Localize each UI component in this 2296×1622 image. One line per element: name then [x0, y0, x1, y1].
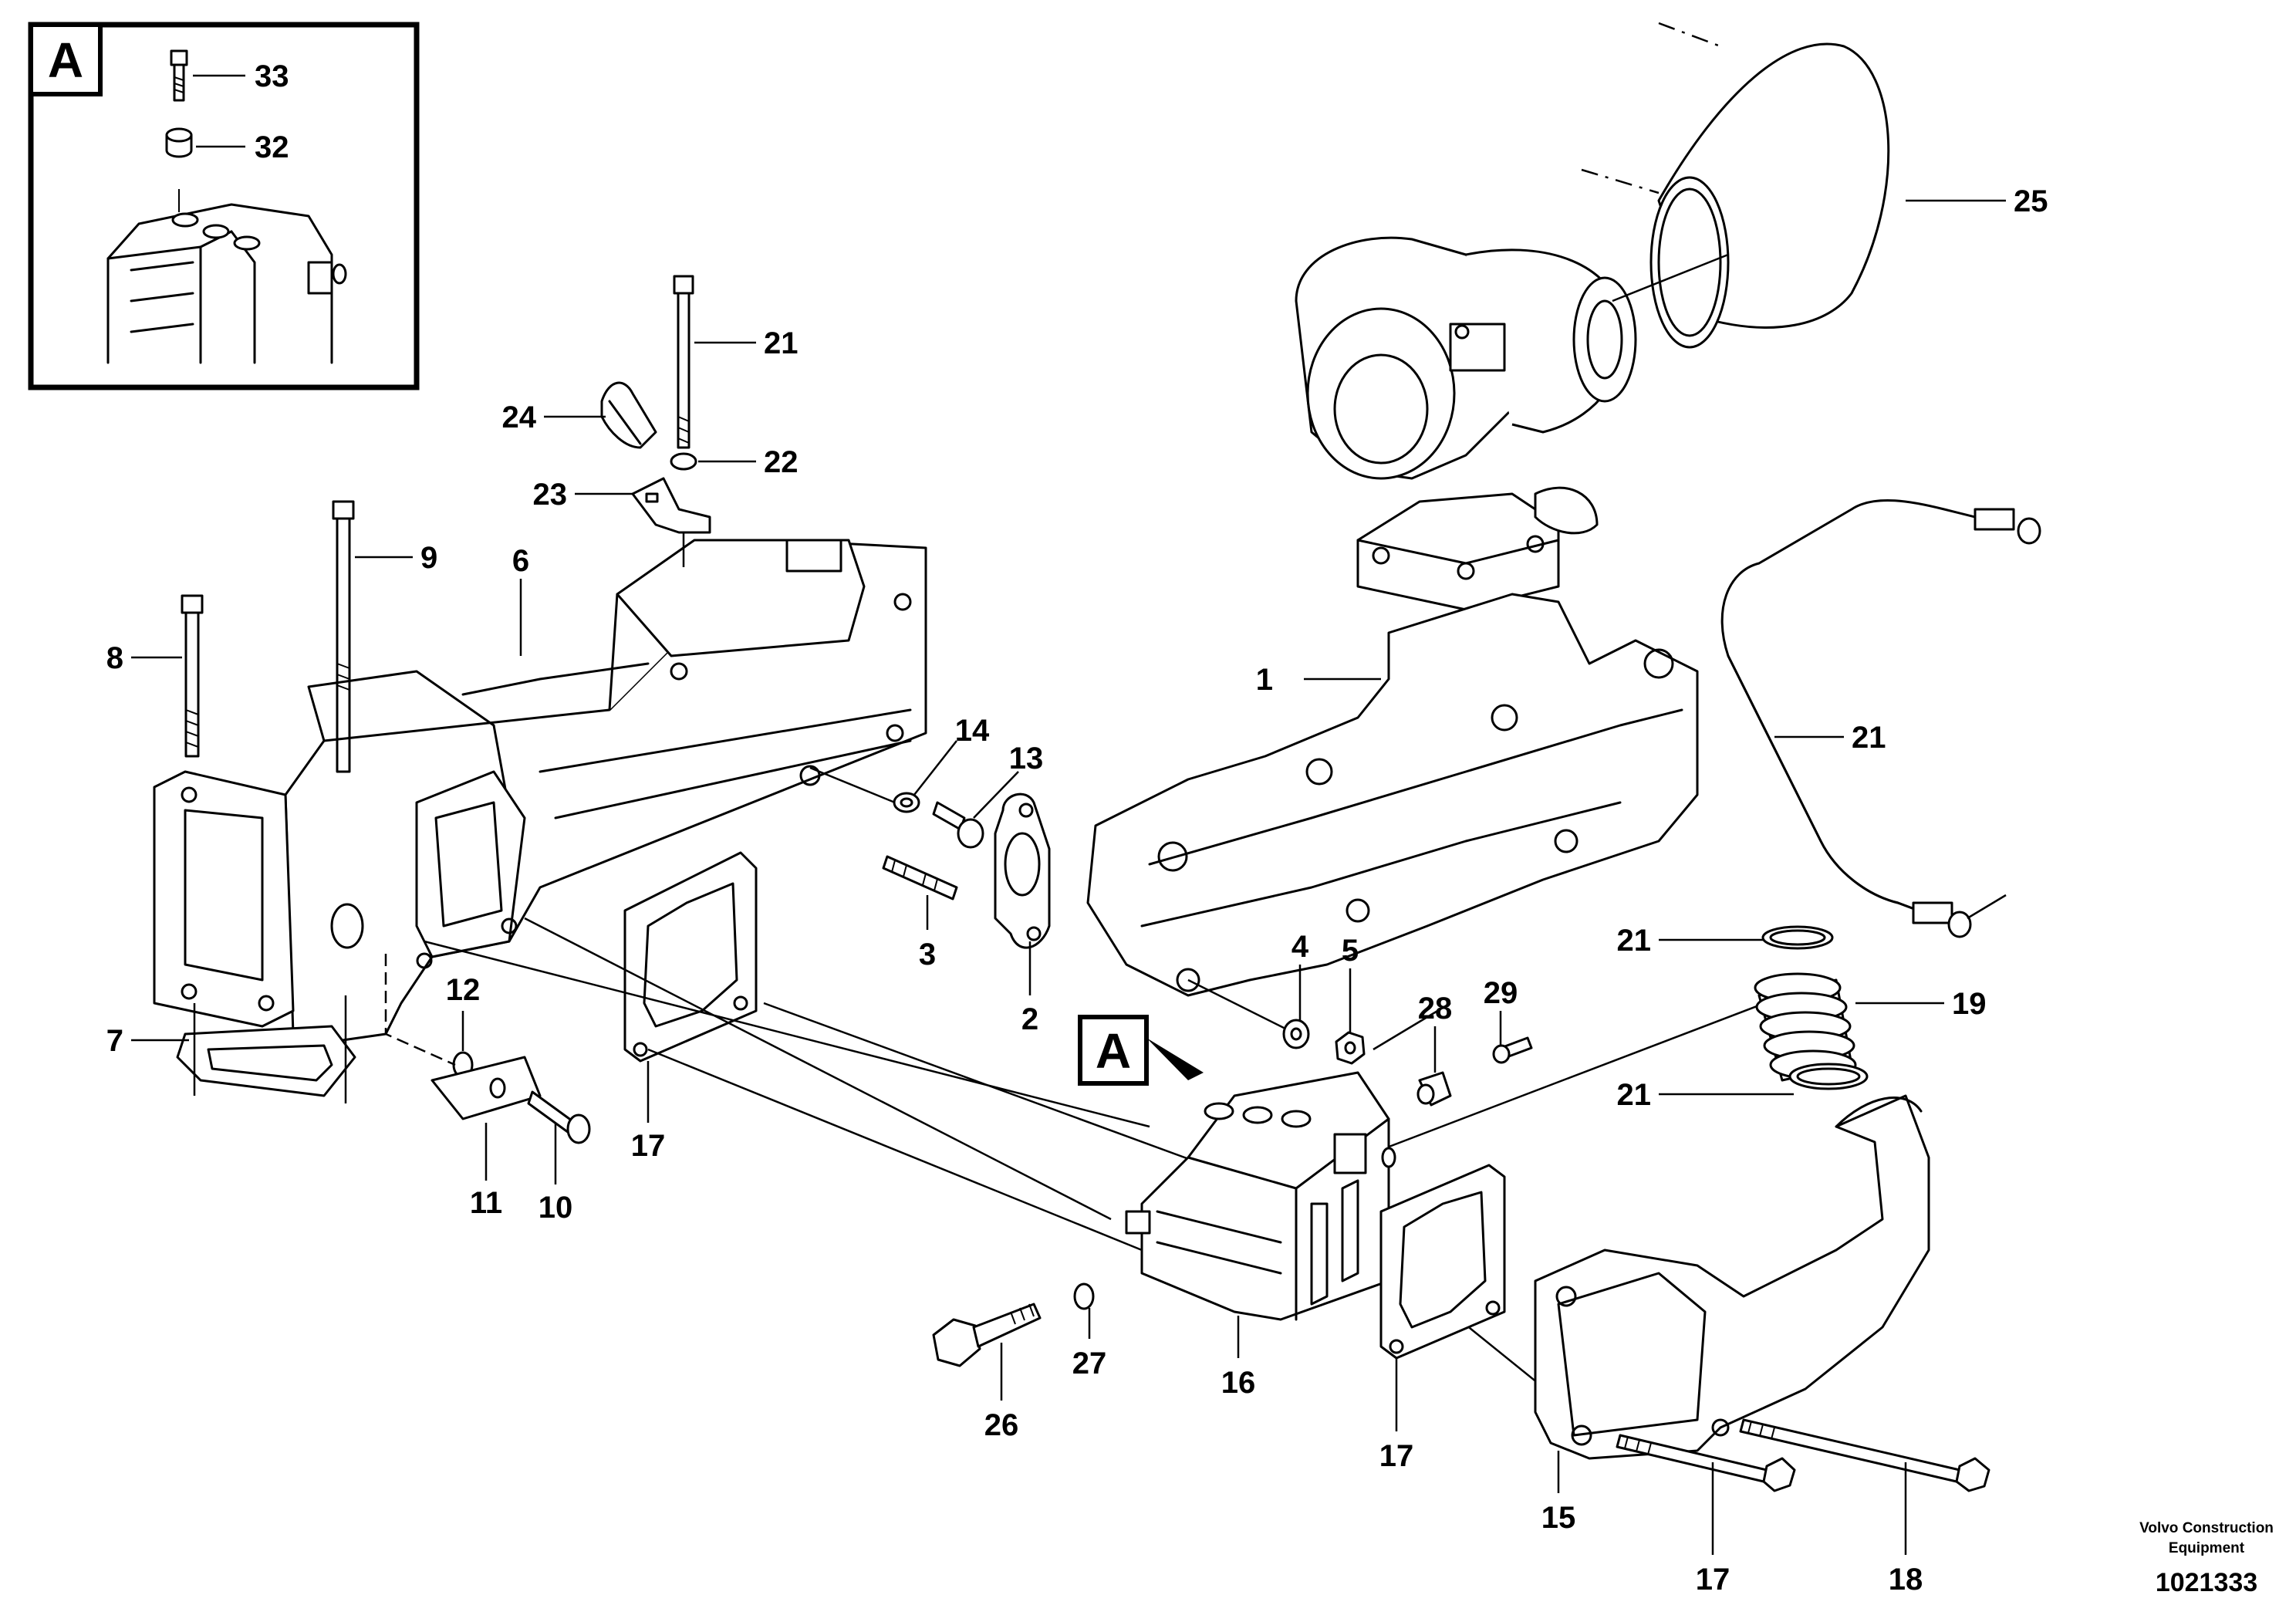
clamp-ring-21-upper [1761, 925, 1834, 950]
banjo-bolt-28 [932, 1303, 1042, 1367]
callout-17-upper: 17 [631, 1129, 666, 1163]
callout-33: 33 [255, 59, 289, 93]
drawing-number: 1021333 [2156, 1568, 2257, 1597]
callout-6: 6 [512, 544, 529, 578]
bolt-9 [332, 500, 355, 773]
detail-inset-a: A 33 32 [28, 22, 420, 390]
plug-30 [1416, 1071, 1452, 1107]
callout-15: 15 [1541, 1501, 1576, 1535]
callout-1: 1 [1256, 663, 1273, 697]
callout-7: 7 [106, 1024, 123, 1058]
brand-line-2: Equipment [2169, 1540, 2245, 1556]
inset-egr-housing [106, 189, 347, 364]
callout-14: 14 [955, 714, 990, 748]
callout-27: 25 [2014, 184, 2048, 218]
air-hose-27 [1581, 22, 1890, 349]
callout-23: 21 [764, 326, 799, 360]
callout-12: 12 [446, 973, 481, 1007]
gasket-2 [994, 792, 1051, 949]
washer-4 [1282, 1019, 1310, 1049]
callout-16: 16 [1221, 1366, 1256, 1400]
callout-4: 4 [1292, 930, 1309, 964]
callout-10: 10 [539, 1191, 573, 1225]
nut-5 [1335, 1031, 1366, 1065]
callout-26: 24 [502, 400, 537, 434]
callout-3: 3 [919, 938, 936, 972]
gasket-17-lower [1379, 1164, 1506, 1360]
detail-marker-a: A [1078, 1015, 1204, 1086]
callout-20: 19 [1952, 987, 1987, 1021]
gasket-7 [176, 995, 356, 1103]
exhaust-manifold-1 [1086, 593, 1699, 997]
callout-11: 11 [470, 1186, 502, 1220]
svg-text:A: A [1096, 1023, 1131, 1079]
stud-3 [882, 855, 958, 901]
callout-25: 23 [533, 478, 568, 512]
callout-9: 9 [420, 541, 437, 575]
screw-10 [527, 1090, 591, 1144]
washer-14 [893, 792, 920, 813]
callout-30: 28 [1418, 992, 1453, 1026]
turbocharger [1295, 236, 1637, 611]
callout-21-lower: 21 [1617, 1078, 1652, 1112]
callout-8: 8 [106, 641, 123, 675]
callout-2: 2 [1021, 1002, 1038, 1036]
cover-plate-11 [430, 1056, 542, 1120]
oil-pipe-22 [1720, 498, 2041, 938]
inset-letter: A [48, 32, 83, 88]
callout-5: 5 [1342, 934, 1359, 968]
cable-clip-26 [600, 381, 657, 449]
bolt-18 [1616, 1434, 1796, 1492]
inset-bolt-33 [170, 49, 188, 102]
screw-31 [1492, 1036, 1533, 1064]
bolt-13 [932, 801, 984, 849]
egr-cooler-6 [153, 539, 927, 1043]
washer-24 [670, 452, 697, 471]
brand-line-1: Volvo Construction [2139, 1520, 2274, 1536]
inlet-pipe-15 [1534, 1094, 1930, 1460]
callout-29: 27 [1072, 1347, 1107, 1380]
clamp-ring-21-lower [1788, 1063, 1869, 1090]
bolt-23 [673, 275, 694, 449]
callout-31: 29 [1484, 976, 1518, 1010]
callout-18: 17 [1696, 1563, 1730, 1597]
callout-28: 26 [984, 1408, 1019, 1442]
callout-19: 18 [1889, 1563, 1923, 1597]
gasket-17-upper [623, 851, 758, 1063]
egr-valve-16 [1125, 1071, 1396, 1321]
callout-13: 13 [1009, 742, 1044, 776]
callout-32: 32 [255, 130, 289, 164]
callout-21-upper: 21 [1617, 924, 1652, 958]
bracket-25 [631, 477, 711, 567]
callout-24: 22 [764, 445, 799, 479]
sealing-washer-29 [1073, 1282, 1095, 1310]
bolt-8 [181, 594, 204, 758]
callout-22: 21 [1852, 721, 1886, 755]
inset-spacer-32 [165, 127, 193, 158]
callout-17-lower: 17 [1379, 1439, 1414, 1473]
